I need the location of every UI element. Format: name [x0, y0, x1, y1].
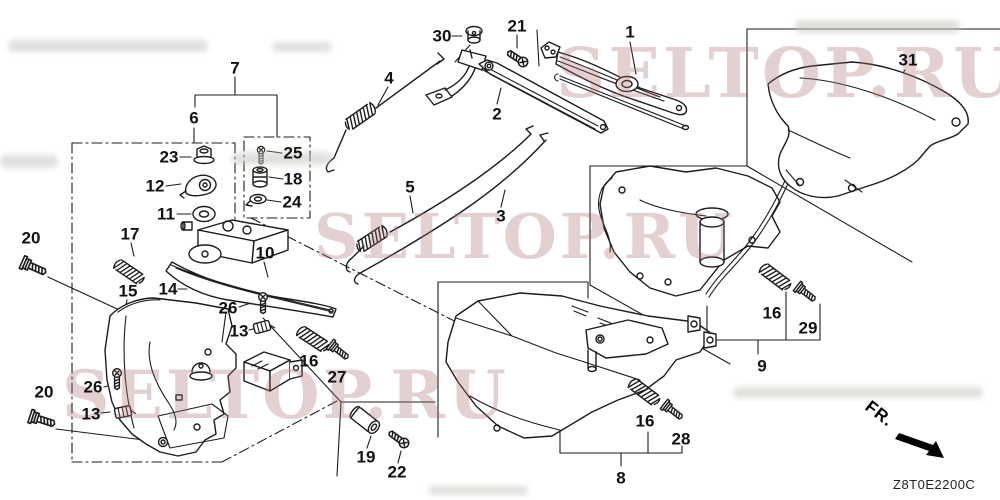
- part-label-28: 28: [671, 429, 691, 449]
- part-4-spring-rod: [325, 52, 445, 173]
- part-1-lever-assembly: [540, 41, 690, 131]
- diagram-code: Z8T0E2200C: [893, 477, 976, 492]
- part-label-13a: 13: [229, 321, 249, 341]
- part-label-11: 11: [157, 204, 175, 224]
- part-27-bolt: [325, 338, 353, 364]
- part-label-10: 10: [255, 243, 275, 263]
- part-mount-bracket: [243, 351, 303, 392]
- dashdot-box-assembly: [71, 142, 338, 463]
- part-label-20a: 20: [21, 228, 41, 248]
- scan-smudge: [0, 155, 58, 168]
- part-2-link-rod: [425, 49, 609, 134]
- part-label-16c: 16: [635, 411, 655, 431]
- part-label-30: 30: [432, 26, 452, 46]
- part-19-collar: [349, 405, 381, 435]
- part-label-25: 25: [283, 143, 303, 163]
- scan-smudge: [8, 40, 208, 52]
- fr-arrow: [895, 433, 944, 458]
- part-label-5: 5: [405, 177, 415, 197]
- part-label-6: 6: [189, 108, 199, 128]
- part-label-7: 7: [230, 58, 240, 78]
- part-3-rod: [353, 132, 549, 285]
- part-label-23: 23: [159, 147, 179, 167]
- part-18-joint: [252, 166, 268, 188]
- part-23-flange-nut: [193, 145, 215, 165]
- part-label-22: 22: [387, 462, 407, 482]
- part-label-12: 12: [145, 176, 165, 196]
- part-label-3: 3: [496, 206, 506, 226]
- part-label-29: 29: [798, 318, 818, 338]
- part-8-cover: [445, 292, 717, 439]
- scan-smudge: [232, 152, 332, 165]
- part-label-27: 27: [327, 367, 347, 387]
- part-13a-clamp: [252, 319, 276, 335]
- part-label-13b: 13: [81, 404, 101, 424]
- part-label-14: 14: [158, 279, 178, 299]
- part-label-31: 31: [898, 50, 918, 70]
- part-label-16a: 16: [299, 351, 319, 371]
- part-label-16b: 16: [762, 303, 782, 323]
- scan-smudge: [795, 20, 960, 33]
- part-15-bracket: [104, 297, 237, 457]
- part-label-17: 17: [120, 224, 140, 244]
- part-11-washer: [192, 205, 216, 223]
- part-22-screw: [385, 427, 412, 451]
- part-label-9: 9: [757, 356, 767, 376]
- part-21-screw: [504, 47, 531, 70]
- part-label-4: 4: [384, 68, 394, 88]
- part-label-8: 8: [616, 468, 626, 488]
- part-label-26b: 26: [83, 377, 103, 397]
- part-label-20b: 20: [34, 382, 54, 402]
- part-5-rod: [345, 125, 534, 273]
- scan-smudge: [733, 387, 983, 398]
- part-20b-bolt: [27, 408, 58, 432]
- part-16a-spring: [294, 324, 332, 355]
- part-29-bolt: [792, 280, 820, 306]
- label-leader-lines: [47, 34, 906, 467]
- part-12-choke-lever: [179, 174, 217, 199]
- part-label-15: 15: [118, 281, 138, 301]
- part-9-bracket-assembly: [597, 165, 794, 298]
- part-label-21: 21: [507, 16, 527, 36]
- part-label-2: 2: [492, 104, 502, 124]
- scan-smudge: [272, 42, 332, 52]
- part-20a-bolt: [18, 254, 50, 280]
- part-13b-clamp: [113, 405, 137, 419]
- stray-leader: [536, 29, 540, 67]
- part-28-bolt: [659, 398, 687, 424]
- parts-art: [18, 25, 969, 458]
- part-30-grommet: [465, 25, 483, 44]
- box-part19-22: [262, 317, 436, 477]
- part-label-24: 24: [282, 192, 302, 212]
- part-label-19: 19: [356, 447, 376, 467]
- part-16b-spring: [757, 261, 794, 293]
- part-label-26a: 26: [218, 298, 238, 318]
- box-part8: [437, 281, 589, 438]
- part-label-18: 18: [283, 169, 303, 189]
- part-31-cover-bracket: [767, 61, 969, 199]
- scan-smudge: [428, 486, 528, 495]
- part-label-1: 1: [625, 22, 635, 42]
- part-24-washer: [245, 193, 267, 207]
- dashed-box-hardware: [243, 136, 311, 219]
